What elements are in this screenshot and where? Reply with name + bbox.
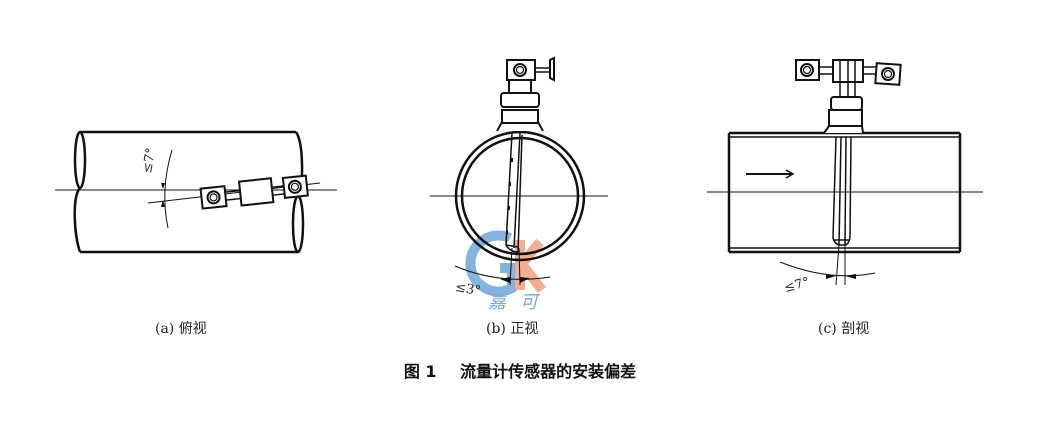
panel-b-label: (b) 正视 bbox=[486, 321, 539, 337]
panel-a-label: (a) 俯视 bbox=[155, 321, 207, 337]
panel-c-section-view bbox=[707, 59, 983, 286]
panel-b-front-view bbox=[430, 56, 608, 297]
watermark-text: 嘉可 bbox=[488, 292, 552, 313]
caption-text: 流量计传感器的安装偏差 bbox=[460, 362, 637, 381]
panel-c-label: (c) 剖视 bbox=[818, 321, 870, 337]
caption-number: 图 1 bbox=[403, 362, 437, 381]
figure-caption: 图 1 流量计传感器的安装偏差 bbox=[0, 358, 1040, 382]
panel-a-top-view bbox=[55, 130, 337, 254]
